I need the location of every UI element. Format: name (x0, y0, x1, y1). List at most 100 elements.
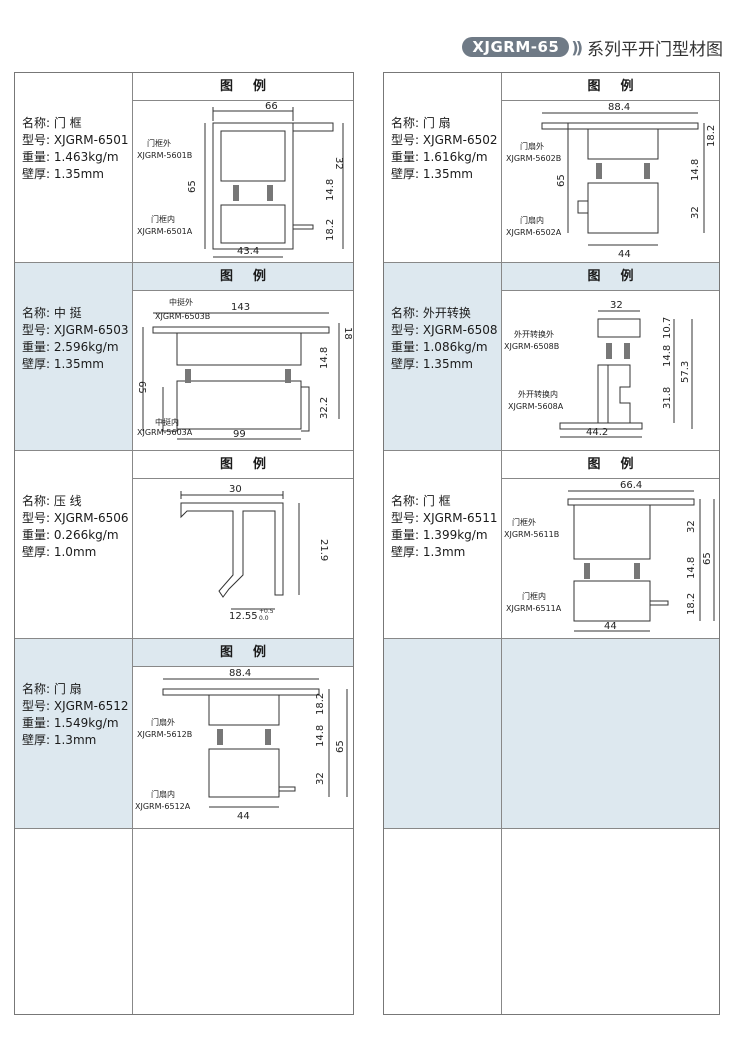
profile-svg: 门扇外 XJGRM-5612B 门扇内 XJGRM-6512A 88.4 18.… (135, 668, 348, 822)
dimension-label: 32 (333, 157, 344, 170)
profile-figure: 门框外 XJGRM-5601B 门框内 XJGRM-6501A 66 32 65… (133, 101, 353, 262)
profile-svg: 中挺外 XJGRM-6503B 中挺内 XJGRM-5603A 143 18 6… (136, 297, 353, 440)
profile-label: XJGRM-5608A (508, 402, 564, 411)
profile-row-6501: 名称: 门 框 型号: XJGRM-6501 重量: 1.463kg/m 壁厚:… (15, 73, 353, 263)
profile-thickness: 壁厚: 1.3mm (391, 545, 466, 559)
profile-weight: 重量: 2.596kg/m (22, 340, 119, 354)
profile-thickness: 壁厚: 1.3mm (22, 733, 97, 747)
dimension-label: 88.4 (608, 102, 630, 113)
profile-label: 门框内 (151, 214, 175, 224)
empty-row (15, 829, 353, 1014)
profile-svg: 外开转换外 XJGRM-6508B 外开转换内 XJGRM-5608A 32 1… (504, 300, 693, 438)
profile-weight: 重量: 1.549kg/m (22, 716, 119, 730)
profile-drawing: 图例 门扇外 XJGRM-560 (502, 73, 719, 262)
dimension-label: 66.4 (620, 480, 642, 491)
dimension-label: 65 (136, 381, 147, 394)
dimension-label: 143 (231, 302, 250, 313)
profile-label: XJGRM-6511A (506, 604, 562, 613)
dimension-label: 44.2 (586, 427, 608, 438)
profile-label: 门框内 (522, 591, 546, 601)
profile-weight: 重量: 0.266kg/m (22, 528, 119, 542)
profile-model: 型号: XJGRM-6503 (22, 323, 129, 337)
profile-thickness: 壁厚: 1.35mm (391, 167, 473, 181)
dimension-label: 32.2 (319, 397, 330, 419)
profile-label: XJGRM-6503B (155, 312, 210, 321)
page-title: 系列平开门型材图 (587, 39, 723, 60)
dimension-label: 65 (556, 174, 567, 187)
profile-row-6503: 名称: 中 挺 型号: XJGRM-6503 重量: 2.596kg/m 壁厚:… (15, 263, 353, 451)
legend-header: 图例 (133, 451, 353, 479)
empty-info (384, 639, 502, 828)
dimension-label: 21.9 (318, 539, 329, 561)
profile-row-6508: 名称: 外开转换 型号: XJGRM-6508 重量: 1.086kg/m 壁厚… (384, 263, 719, 451)
dimension-label: 14.8 (325, 179, 336, 201)
tolerance-label: 0.0 (259, 615, 269, 622)
profile-label: 门扇外 (520, 141, 544, 151)
profile-figure: 外开转换外 XJGRM-6508B 外开转换内 XJGRM-5608A 32 1… (502, 291, 719, 450)
profile-model: 型号: XJGRM-6506 (22, 511, 129, 525)
dimension-label: 88.4 (229, 668, 251, 679)
profile-name: 名称: 中 挺 (22, 306, 82, 320)
profile-info: 名称: 外开转换 型号: XJGRM-6508 重量: 1.086kg/m 壁厚… (384, 263, 502, 450)
profile-name: 名称: 门 框 (22, 116, 82, 130)
profile-svg: 门扇外 XJGRM-5602B 门扇内 XJGRM-6502A 88.4 18.… (506, 102, 717, 260)
profile-label: XJGRM-5612B (137, 730, 192, 739)
dimension-label: 99 (233, 429, 246, 440)
profile-row-6512: 名称: 门 扇 型号: XJGRM-6512 重量: 1.549kg/m 壁厚:… (15, 639, 353, 829)
dimension-label: 32 (610, 300, 623, 311)
dimension-label: 12.55 (229, 611, 258, 622)
dimension-label: 44 (237, 811, 250, 822)
dimension-label: 10.7 (662, 317, 673, 339)
profile-info: 名称: 门 扇 型号: XJGRM-6502 重量: 1.616kg/m 壁厚:… (384, 73, 502, 262)
profile-label: 门扇内 (520, 215, 544, 225)
dimension-label: 32 (686, 520, 697, 533)
profile-figure: 门扇外 XJGRM-5602B 门扇内 XJGRM-6502A 88.4 18.… (502, 101, 719, 262)
profile-label: 门扇内 (151, 789, 175, 799)
dimension-label: 18.2 (686, 593, 697, 615)
profile-label: XJGRM-5603A (137, 428, 193, 437)
profile-name: 名称: 门 扇 (22, 682, 82, 696)
dimension-label: 31.8 (662, 387, 673, 409)
empty-row (384, 639, 719, 829)
dimension-label: 14.8 (315, 725, 326, 747)
dimension-label: 18.2 (315, 693, 326, 715)
right-column: 名称: 门 扇 型号: XJGRM-6502 重量: 1.616kg/m 壁厚:… (383, 72, 720, 1015)
profile-drawing: 图例 门框外 (133, 73, 353, 262)
profile-label: 中挺内 (155, 417, 179, 427)
profile-name: 名称: 门 扇 (391, 116, 451, 130)
legend-header: 图例 (502, 451, 719, 479)
profile-info: 名称: 压 线 型号: XJGRM-6506 重量: 0.266kg/m 壁厚:… (15, 451, 133, 638)
profile-svg: 门框外 XJGRM-5611B 门框内 XJGRM-6511A 66.4 32 … (504, 480, 715, 632)
profile-label: 门扇外 (151, 717, 175, 727)
profile-row-6502: 名称: 门 扇 型号: XJGRM-6502 重量: 1.616kg/m 壁厚:… (384, 73, 719, 263)
page-header: XJGRM-65 )) 系列平开门型材图 (462, 36, 723, 60)
profile-label: XJGRM-5601B (137, 151, 192, 160)
legend-header: 图例 (502, 73, 719, 101)
profile-label: XJGRM-6508B (504, 342, 559, 351)
dimension-label: 43.4 (237, 246, 259, 257)
profile-label: XJGRM-5611B (504, 530, 559, 539)
profile-info: 名称: 中 挺 型号: XJGRM-6503 重量: 2.596kg/m 壁厚:… (15, 263, 133, 450)
dimension-label: 14.8 (690, 159, 701, 181)
empty-row (384, 829, 719, 1014)
legend-header: 图例 (133, 73, 353, 101)
dimension-label: 65 (187, 180, 198, 193)
series-badge: XJGRM-65 (462, 37, 570, 57)
dimension-label: 14.8 (662, 345, 673, 367)
profile-label: 中挺外 (169, 297, 193, 307)
tolerance-label: +0.5 (259, 608, 274, 615)
profile-name: 名称: 压 线 (22, 494, 82, 508)
dimension-label: 44 (618, 249, 631, 260)
profile-info: 名称: 门 框 型号: XJGRM-6501 重量: 1.463kg/m 壁厚:… (15, 73, 133, 262)
profile-svg: 门框外 XJGRM-5601B 门框内 XJGRM-6501A 66 32 65… (137, 101, 344, 258)
chevron-icon: )) (571, 37, 583, 57)
profile-weight: 重量: 1.616kg/m (391, 150, 488, 164)
profile-drawing: 图例 门框外 XJGRM-561 (502, 451, 719, 638)
profile-model: 型号: XJGRM-6511 (391, 511, 498, 525)
profile-figure: 门框外 XJGRM-5611B 门框内 XJGRM-6511A 66.4 32 … (502, 479, 719, 638)
profile-figure: 门扇外 XJGRM-5612B 门扇内 XJGRM-6512A 88.4 18.… (133, 667, 353, 828)
profile-svg: 30 21.9 12.55 +0.5 0.0 (180, 484, 329, 622)
profile-weight: 重量: 1.399kg/m (391, 528, 488, 542)
dimension-label: 18.2 (325, 219, 336, 241)
dimension-label: 44 (604, 621, 617, 632)
